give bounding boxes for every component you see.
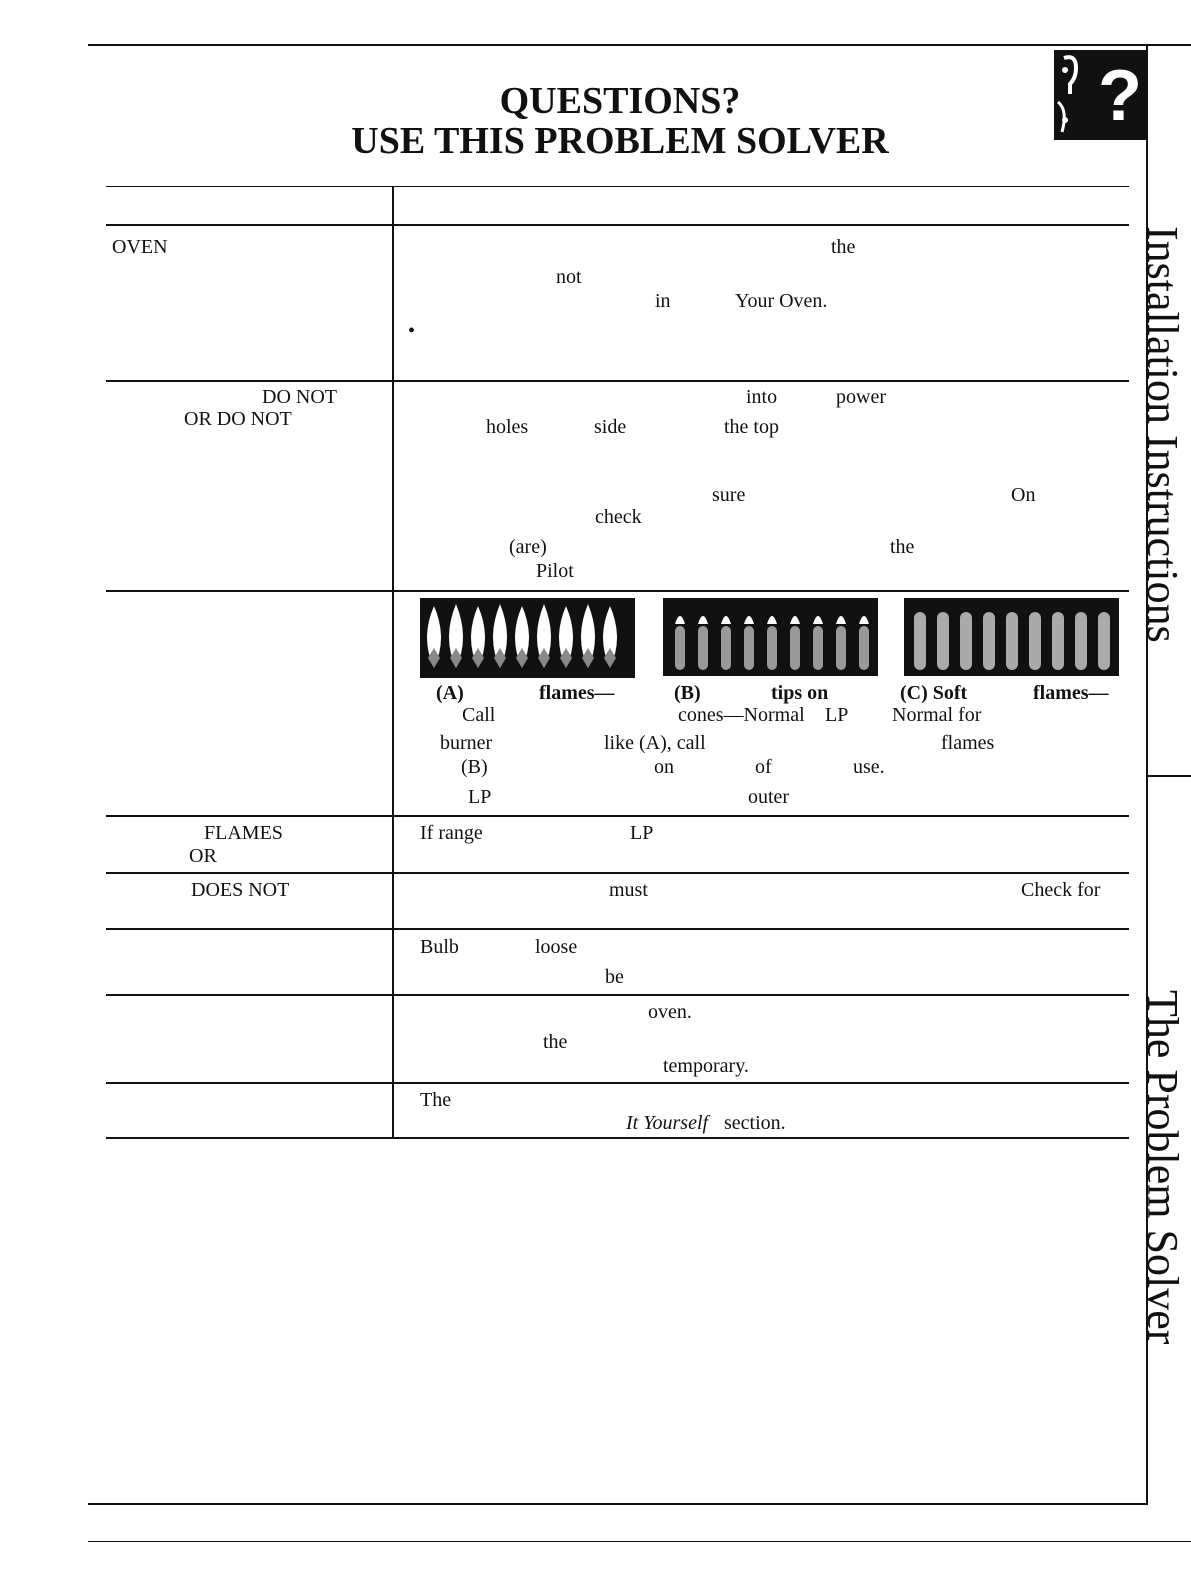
row7-text: the bbox=[543, 1031, 568, 1053]
row1-text: in bbox=[655, 290, 671, 312]
title-line-2: USE THIS PROBLEM SOLVER bbox=[351, 120, 889, 162]
caption-b-label: (B) bbox=[674, 682, 701, 704]
row6-text: loose bbox=[535, 936, 578, 958]
row2-text: into bbox=[746, 386, 778, 408]
row2-text: On bbox=[1011, 484, 1036, 506]
side-tab-rule bbox=[1146, 44, 1148, 1504]
side-tab-problem-solver: The Problem Solver bbox=[1138, 990, 1187, 1345]
page-footer-rule bbox=[88, 1541, 1191, 1542]
row6-text: be bbox=[605, 966, 624, 988]
side-tab-divider bbox=[1148, 775, 1191, 777]
row8-text: The bbox=[420, 1089, 452, 1111]
row-rule-5 bbox=[106, 928, 1129, 930]
row5-label: DOES NOT bbox=[191, 879, 290, 901]
row3-text: outer bbox=[748, 786, 790, 808]
row1-text: Your Oven. bbox=[735, 290, 828, 312]
caption-b-text: tips on bbox=[771, 682, 829, 704]
table-header-rule bbox=[106, 224, 1129, 226]
caption-c-label: (C) Soft bbox=[900, 682, 968, 704]
row2-text: Pilot bbox=[536, 560, 574, 582]
row8-text-italic: It Yourself bbox=[626, 1112, 709, 1134]
row2-text: power bbox=[836, 386, 886, 408]
row3-text: LP bbox=[468, 786, 492, 808]
row-rule-7 bbox=[106, 1082, 1129, 1084]
row2-label: DO NOT bbox=[262, 386, 337, 408]
row3-text: Normal for bbox=[892, 704, 982, 726]
side-tab-installation: Installation Instructions bbox=[1138, 226, 1187, 643]
flame-picture-b bbox=[663, 598, 878, 676]
row3-text: burner bbox=[440, 732, 493, 754]
row7-text: temporary. bbox=[663, 1055, 749, 1077]
row2-text: side bbox=[594, 416, 627, 438]
row4-label: OR bbox=[189, 845, 217, 867]
row7-text: oven. bbox=[648, 1001, 692, 1023]
row-rule-1 bbox=[106, 380, 1129, 382]
flame-picture-a bbox=[420, 598, 635, 678]
flame-picture-c bbox=[904, 598, 1119, 676]
row2-label: OR DO NOT bbox=[184, 408, 292, 430]
row2-text: the top bbox=[724, 416, 779, 438]
row-rule-4 bbox=[106, 872, 1129, 874]
row4-text: If range bbox=[420, 822, 483, 844]
row5-text: Check for bbox=[1021, 879, 1101, 901]
row2-text: the bbox=[890, 536, 915, 558]
caption-a-text: flames— bbox=[539, 682, 615, 704]
row3-text: cones—Normal bbox=[678, 704, 805, 726]
row-rule-6 bbox=[106, 994, 1129, 996]
row3-text: flames bbox=[941, 732, 995, 754]
row1-text: not bbox=[556, 266, 582, 288]
table-bottom-rule bbox=[106, 1137, 1129, 1139]
row3-text: Call bbox=[462, 704, 496, 726]
row8-text: section. bbox=[724, 1112, 786, 1134]
row4-text: LP bbox=[630, 822, 654, 844]
row4-label: FLAMES bbox=[204, 822, 283, 844]
row2-text: sure bbox=[712, 484, 746, 506]
row3-text: LP bbox=[825, 704, 849, 726]
row3-text: on bbox=[654, 756, 674, 778]
page-top-rule bbox=[88, 44, 1191, 46]
table-column-rule bbox=[392, 186, 394, 1139]
row5-text: must bbox=[609, 879, 648, 901]
row2-text: (are) bbox=[509, 536, 547, 558]
row2-text: check bbox=[595, 506, 642, 528]
row2-text: holes bbox=[486, 416, 529, 438]
row3-text: (B) bbox=[461, 756, 488, 778]
page-bottom-rule bbox=[88, 1503, 1148, 1505]
row3-text: of bbox=[755, 756, 772, 778]
svg-text:?: ? bbox=[1098, 56, 1142, 136]
caption-a-label: (A) bbox=[436, 682, 464, 704]
row3-text: use. bbox=[853, 756, 885, 778]
row-rule-3 bbox=[106, 815, 1129, 817]
row-rule-2 bbox=[106, 590, 1129, 592]
question-mark-icon: ? bbox=[1054, 50, 1148, 140]
row6-text: Bulb bbox=[420, 936, 459, 958]
row1-bullet: • bbox=[408, 320, 416, 342]
table-top-rule bbox=[106, 186, 1129, 187]
title-line-1: QUESTIONS? bbox=[499, 80, 741, 122]
row3-text: like (A), call bbox=[604, 732, 706, 754]
caption-c-text: flames— bbox=[1033, 682, 1109, 704]
row1-text: the bbox=[831, 236, 856, 258]
row1-label-oven: OVEN bbox=[112, 236, 168, 258]
